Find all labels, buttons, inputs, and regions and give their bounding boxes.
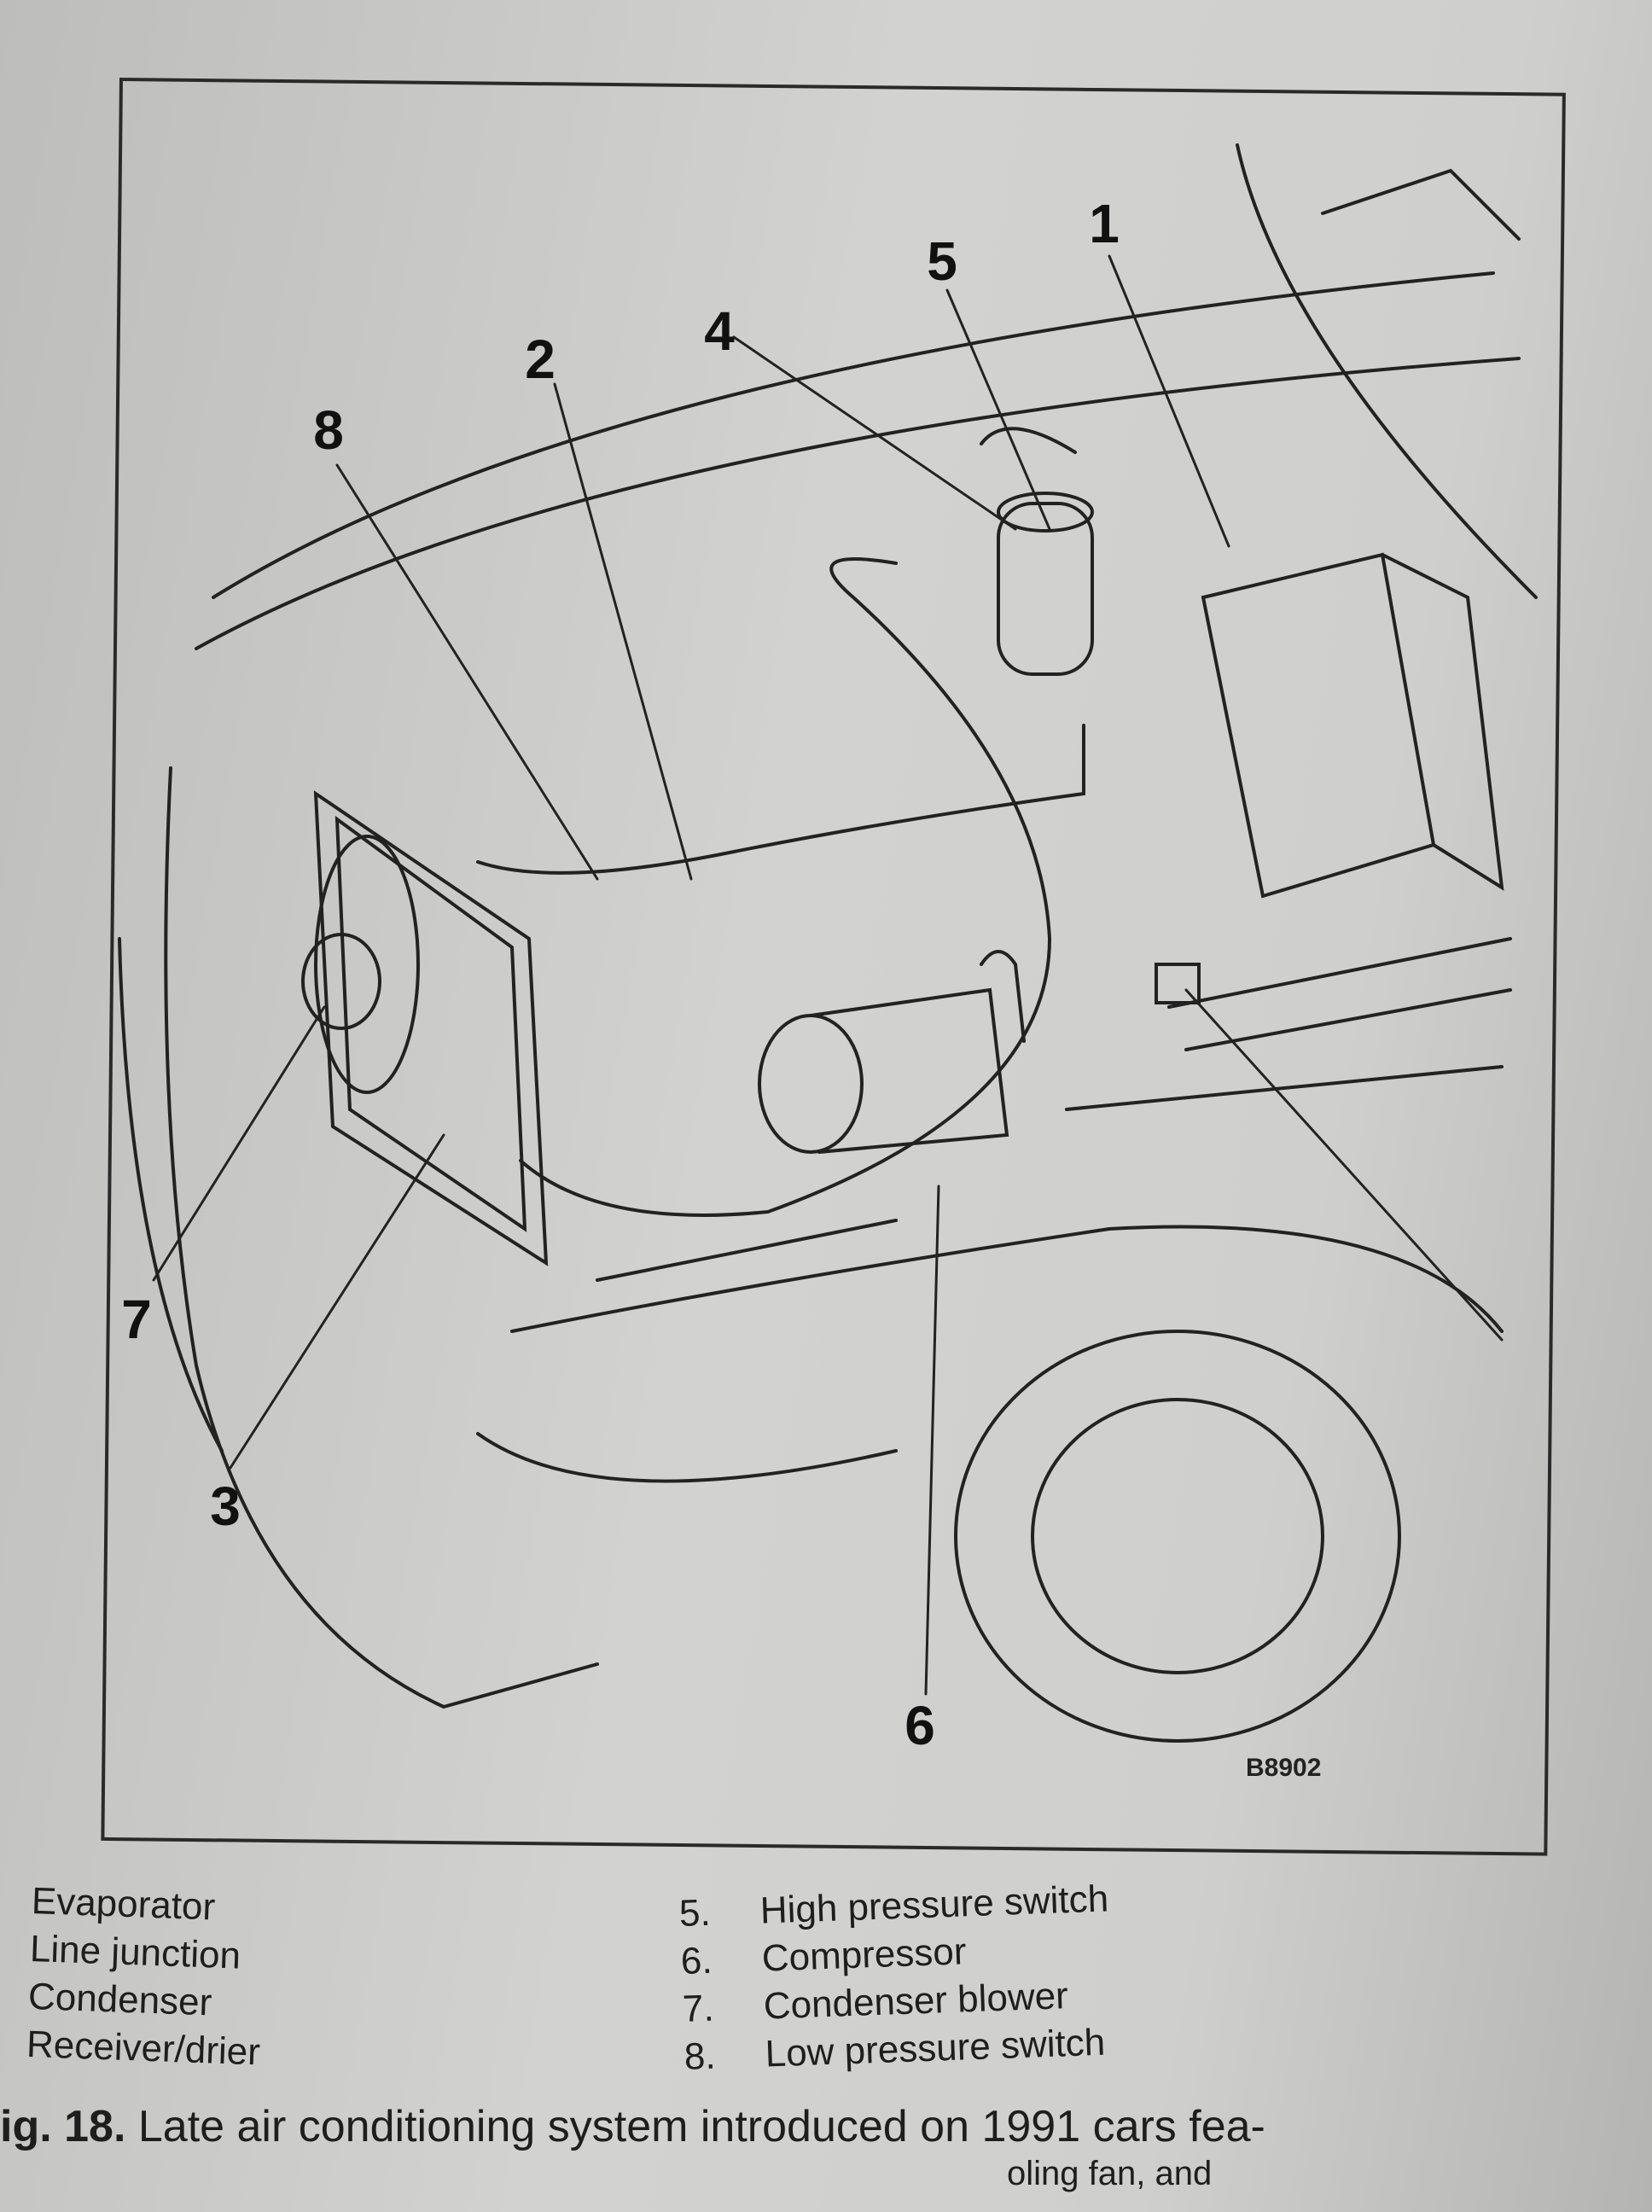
legend-number: 7. <box>682 1987 715 2030</box>
legend-label: Compressor <box>761 1930 968 1980</box>
caption-text-line2: oling fan, and <box>1007 2155 1213 2192</box>
figure-caption: ig. 18. Late air conditioning system int… <box>0 2101 1265 2195</box>
callout-6: 6 <box>905 1695 935 1756</box>
legend-number: 8. <box>683 2034 717 2078</box>
legend-item: Condenser <box>27 1975 213 2024</box>
callout-2: 2 <box>525 329 556 390</box>
legend-left: Evaporator Line junction Condenser Recei… <box>26 1877 266 2076</box>
legend-item: Receiver/drier <box>26 2023 261 2074</box>
legend-item: Line junction <box>29 1927 241 1977</box>
callout-1: 1 <box>1089 193 1120 254</box>
leader-lines <box>152 254 1504 1696</box>
callout-7: 7 <box>121 1289 152 1350</box>
legend-number: 6. <box>680 1939 713 1982</box>
legend-label: Low pressure switch <box>764 2021 1106 2075</box>
figure-label: ig. 18. <box>0 2102 126 2151</box>
refrigerant-lines <box>476 557 1085 1217</box>
legend-right: 5. High pressure switch 6. Compressor 7. Co… <box>678 1875 1114 2081</box>
figure-reference-code: B8902 <box>1246 1754 1322 1782</box>
legend-label: Condenser blower <box>762 1975 1069 2028</box>
callout-8: 8 <box>313 399 344 461</box>
evaporator-unit <box>1201 552 1504 899</box>
legend-number: 5. <box>678 1891 712 1935</box>
legend-label: High pressure switch <box>759 1877 1109 1932</box>
condenser-and-blower <box>301 790 549 1266</box>
car-body-outline <box>118 143 1538 1743</box>
caption-text: Late air conditioning system introduced … <box>137 2102 1265 2151</box>
legend-item: Evaporator <box>31 1879 216 1929</box>
callout-3: 3 <box>210 1476 241 1537</box>
receiver-drier <box>980 427 1094 676</box>
callout-4: 4 <box>704 300 735 362</box>
caption-line-1: ig. 18. Late air conditioning system int… <box>0 2101 1265 2152</box>
sensor-box <box>1155 963 1201 1004</box>
compressor <box>758 950 1026 1154</box>
callout-5: 5 <box>927 230 957 292</box>
